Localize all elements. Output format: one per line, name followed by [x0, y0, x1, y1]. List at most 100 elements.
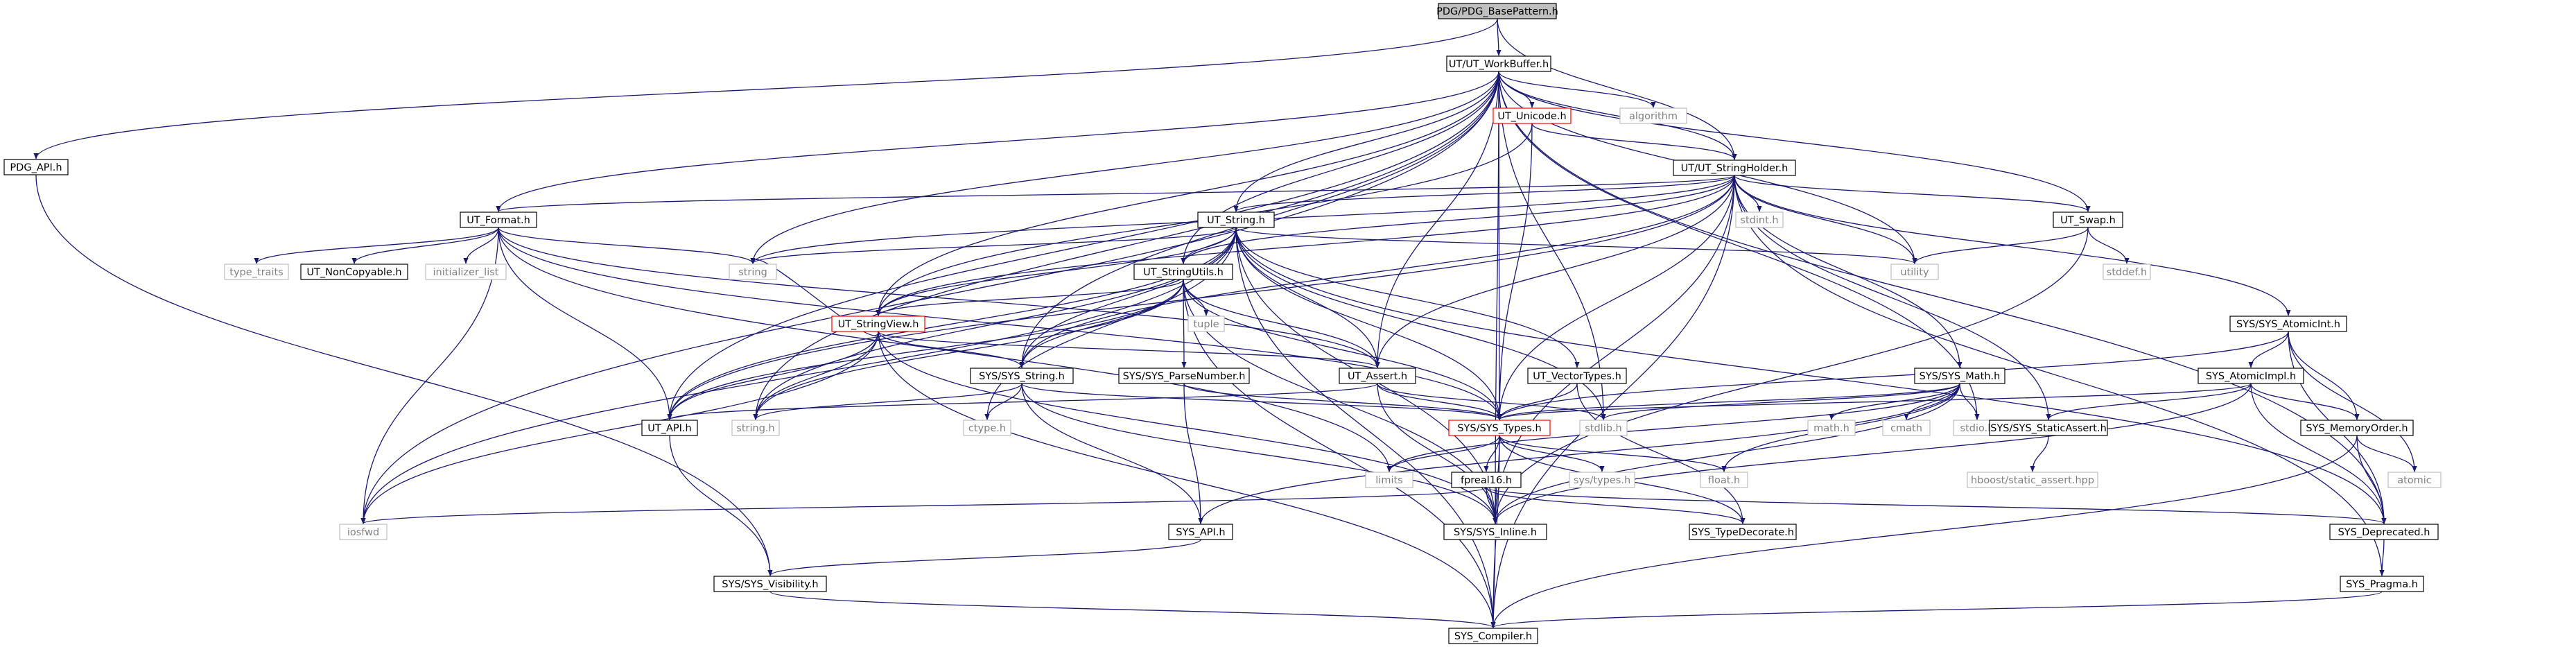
node-label: SYS/SYS_Inline.h	[1454, 527, 1537, 538]
edge-sys-atomicimpl-to-sys-memoryorder	[2250, 383, 2360, 420]
node-box	[1735, 212, 1784, 228]
edge-ut-assert-to-ut-api	[667, 383, 1378, 420]
node-label: UT_NonCopyable.h	[306, 267, 401, 278]
node-sys-visibility[interactable]: SYS/SYS_Visibility.h	[713, 576, 827, 592]
edge-sys-math-to-cmath	[1904, 383, 1960, 420]
node-box	[729, 264, 777, 280]
node-stdint[interactable]: stdint.h	[1735, 212, 1784, 228]
edge-ut-swap-to-utility	[1912, 227, 2089, 264]
node-type-traits[interactable]: type_traits	[224, 264, 289, 280]
node-sys-sys-string[interactable]: SYS/SYS_String.h	[970, 368, 1074, 384]
node-stdlib[interactable]: stdlib.h	[1579, 420, 1628, 436]
header-nodes: PDG/PDG_BasePattern.hUT/UT_WorkBuffer.hP…	[3, 3, 2442, 644]
node-sys-math[interactable]: SYS/SYS_Math.h	[1914, 368, 2005, 384]
edge-sys-atomicimpl-to-sys-types	[1497, 383, 2252, 420]
edge-ut-stringholder-to-ut-stringview	[876, 175, 1735, 316]
edge-sys-memoryorder-to-sys-deprecated	[2356, 435, 2387, 524]
node-box	[1989, 420, 2108, 436]
node-ut-format[interactable]: UT_Format.h	[460, 212, 537, 228]
node-ut-assert[interactable]: UT_Assert.h	[1339, 368, 1416, 384]
edge-ut-string-to-ut-stringview	[876, 227, 1237, 316]
edge-sys-types-to-limits	[1386, 435, 1500, 472]
node-label: SYS/SYS_StaticAssert.h	[1990, 423, 2107, 434]
node-ut-api[interactable]: UT_API.h	[641, 420, 698, 436]
node-ut-unicode[interactable]: UT_Unicode.h	[1492, 107, 1572, 124]
edge-sys-math-to-sys-types	[1497, 383, 1960, 420]
edge-ut-stringutils-to-ut-assert	[1183, 279, 1380, 368]
edge-sys-atomicimpl-to-sys-inline	[1492, 383, 2252, 524]
node-math[interactable]: math.h	[1807, 420, 1856, 436]
node-sys-memoryorder[interactable]: SYS_MemoryOrder.h	[2300, 420, 2414, 436]
edge-ut-format-to-iosfwd	[360, 227, 499, 524]
edge-sys-math-to-sys-api	[1198, 383, 1960, 524]
node-pdg-api[interactable]: PDG_API.h	[3, 159, 69, 175]
node-label: fpreal16.h	[1461, 475, 1512, 486]
node-label: SYS_TypeDecorate.h	[1691, 527, 1794, 538]
node-ut-workbuffer[interactable]: UT/UT_WorkBuffer.h	[1446, 55, 1551, 72]
edge-ut-stringutils-to-ut-stringview	[876, 279, 1184, 316]
edge-ut-string-to-ctype	[984, 227, 1237, 420]
node-sys-parsenumber[interactable]: SYS/SYS_ParseNumber.h	[1118, 368, 1250, 384]
edge-ut-assert-to-sys-inline	[1377, 383, 1498, 524]
node-box	[1133, 264, 1233, 280]
edge-ut-stringholder-to-sys-sys-string	[1019, 175, 1735, 368]
node-sys-pragma[interactable]: SYS_Pragma.h	[2340, 576, 2424, 592]
node-ut-noncopyable[interactable]: UT_NonCopyable.h	[300, 264, 408, 280]
node-box	[1168, 524, 1233, 540]
edge-ut-stringholder-to-sys-pragma	[1734, 175, 2385, 576]
node-initializer-list[interactable]: initializer_list	[425, 264, 507, 280]
node-fpreal16[interactable]: fpreal16.h	[1451, 472, 1522, 488]
edge-ut-string-to-sys-types	[1235, 227, 1502, 420]
node-sys-typedecorate[interactable]: SYS_TypeDecorate.h	[1689, 524, 1797, 540]
edge-fpreal16-to-sys-inline	[1486, 487, 1498, 524]
edge-ut-string-to-stdlib	[1235, 227, 1606, 420]
edge-ut-stringutils-to-ut-api	[667, 279, 1184, 420]
node-stddef[interactable]: stddef.h	[2103, 264, 2151, 280]
node-float-h[interactable]: float.h	[1700, 472, 1748, 488]
node-pdg-basepattern[interactable]: PDG/PDG_BasePattern.h	[1436, 3, 1558, 19]
node-ut-swap[interactable]: UT_Swap.h	[2053, 212, 2123, 228]
edge-sys-deprecated-to-sys-pragma	[2379, 539, 2385, 576]
node-box	[1579, 420, 1628, 436]
node-string[interactable]: string	[729, 264, 777, 280]
node-sys-inline[interactable]: SYS/SYS_Inline.h	[1443, 524, 1547, 540]
node-ut-stringview[interactable]: UT_StringView.h	[831, 316, 925, 332]
node-string-h[interactable]: string.h	[731, 420, 780, 436]
edge-ut-stringview-to-ut-api	[667, 331, 879, 420]
node-iosfwd[interactable]: iosfwd	[339, 524, 388, 540]
node-sys-deprecated[interactable]: SYS_Deprecated.h	[2329, 524, 2439, 540]
node-ut-vectortypes[interactable]: UT_VectorTypes.h	[1527, 368, 1627, 384]
node-systypes[interactable]: sys/types.h	[1569, 472, 1635, 488]
edge-ut-swap-to-stddef	[2087, 227, 2130, 264]
node-sys-atomicimpl[interactable]: SYS_AtomicImpl.h	[2198, 368, 2304, 384]
node-box	[1446, 55, 1551, 72]
node-tuple[interactable]: tuple	[1187, 316, 1225, 332]
node-hboost[interactable]: hboost/static_assert.hpp	[1967, 472, 2098, 488]
node-box	[1448, 420, 1551, 436]
node-limits[interactable]: limits	[1365, 472, 1413, 488]
node-ut-string[interactable]: UT_String.h	[1197, 212, 1275, 228]
node-label: atomic	[2397, 475, 2432, 486]
edge-sys-memoryorder-to-sys-compiler	[1490, 435, 2358, 628]
node-algorithm[interactable]: algorithm	[1619, 107, 1687, 124]
node-ut-stringutils[interactable]: UT_StringUtils.h	[1133, 264, 1233, 280]
node-sys-staticassert[interactable]: SYS/SYS_StaticAssert.h	[1989, 420, 2108, 436]
node-sys-atomicint[interactable]: SYS/SYS_AtomicInt.h	[2229, 316, 2347, 332]
node-sys-compiler[interactable]: SYS_Compiler.h	[1448, 628, 1538, 644]
node-cmath[interactable]: cmath	[1882, 420, 1931, 436]
edge-sys-parsenumber-to-sys-api	[1183, 383, 1203, 524]
node-ctype[interactable]: ctype.h	[963, 420, 1011, 436]
node-sys-types[interactable]: SYS/SYS_Types.h	[1448, 420, 1551, 436]
node-stdio[interactable]: stdio.h	[1953, 420, 2001, 436]
node-utility[interactable]: utility	[1890, 264, 1939, 280]
node-label: algorithm	[1629, 111, 1678, 122]
node-ut-stringholder[interactable]: UT/UT_StringHolder.h	[1673, 159, 1796, 176]
node-box	[2053, 212, 2123, 228]
node-box	[1118, 368, 1250, 384]
edge-ut-stringholder-to-sys-atomicint	[1734, 175, 2291, 316]
edge-sys-visibility-to-sys-compiler	[769, 591, 1496, 628]
edge-sys-atomicint-to-sys-memoryorder	[2288, 331, 2360, 420]
node-label: SYS_Pragma.h	[2346, 579, 2418, 590]
node-sys-api[interactable]: SYS_API.h	[1168, 524, 1233, 540]
node-atomic[interactable]: atomic	[2387, 472, 2442, 488]
